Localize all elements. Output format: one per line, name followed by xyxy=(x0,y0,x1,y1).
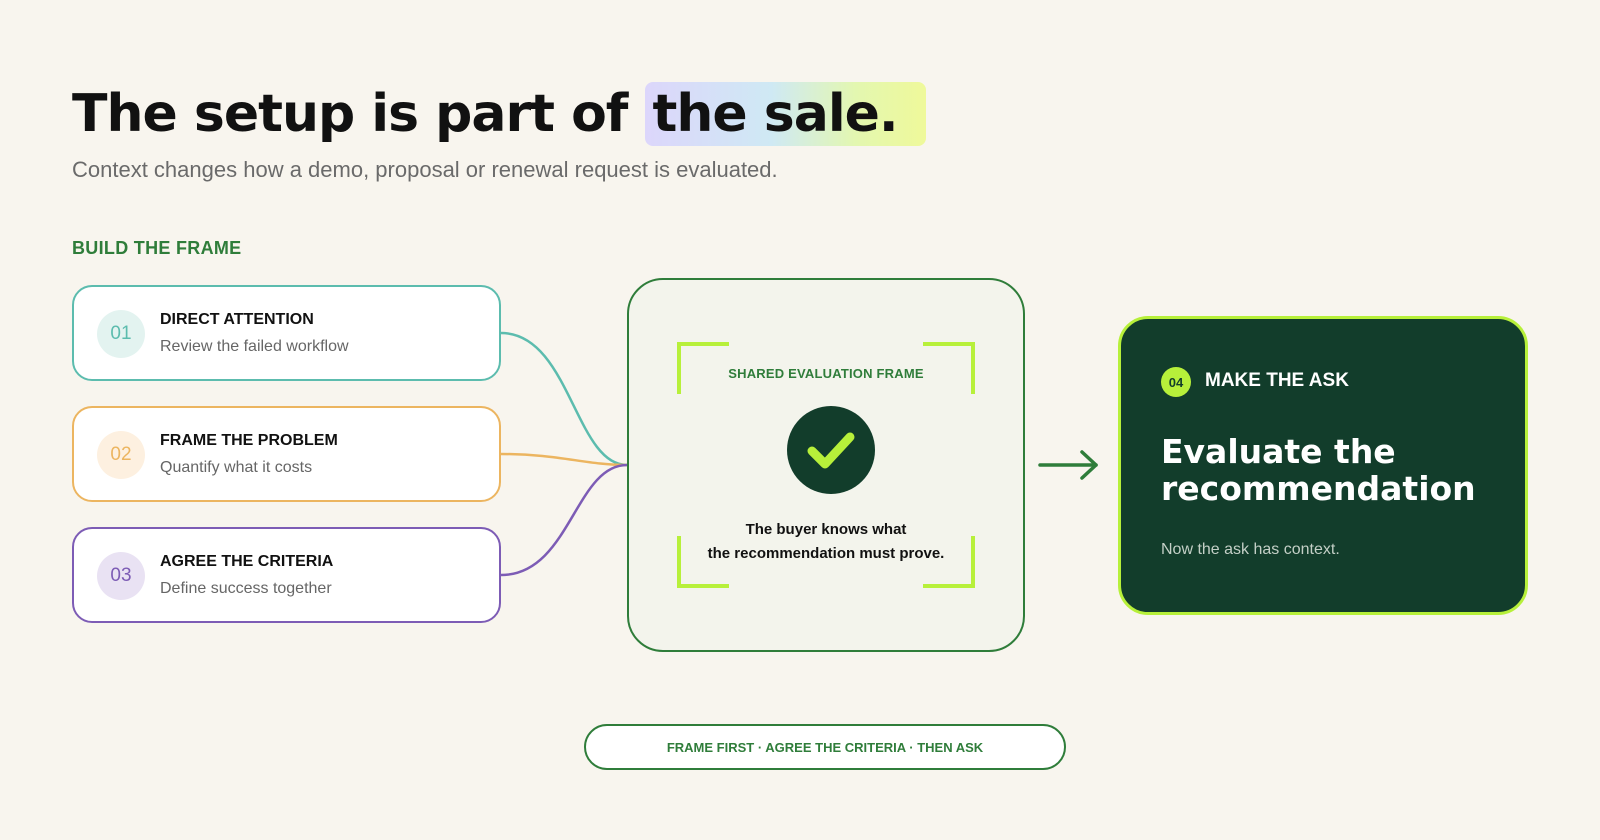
checkmark-icon xyxy=(787,406,875,494)
frame-corner-bottom-left xyxy=(677,536,729,588)
step-card-03: 03 AGREE THE CRITERIA Define success tog… xyxy=(72,527,501,623)
step-title: FRAME THE PROBLEM xyxy=(160,432,338,449)
ask-label: MAKE THE ASK xyxy=(1205,370,1349,391)
frame-label: SHARED EVALUATION FRAME xyxy=(728,366,924,381)
ask-subtext: Now the ask has context. xyxy=(1161,541,1340,558)
connector-01 xyxy=(500,331,628,467)
page-title: The setup is part of the sale. xyxy=(72,82,926,146)
frame-text: The buyer knows what the recommendation … xyxy=(629,518,1023,566)
page-subtitle: Context changes how a demo, proposal or … xyxy=(72,157,778,182)
frame-corner-top-left xyxy=(677,342,729,394)
step-card-01: 01 DIRECT ATTENTION Review the failed wo… xyxy=(72,285,501,381)
title-highlight: the sale. xyxy=(644,82,926,146)
frame-text-line-2: the recommendation must prove. xyxy=(707,545,945,562)
make-the-ask-card: 04 MAKE THE ASK Evaluate the recommendat… xyxy=(1118,316,1528,615)
title-main: The setup is part of xyxy=(72,84,645,144)
ask-number-badge: 04 xyxy=(1161,367,1191,397)
frame-corner-bottom-right xyxy=(923,536,975,588)
section-label: BUILD THE FRAME xyxy=(72,238,242,258)
step-number-badge: 01 xyxy=(97,310,145,358)
connector-03 xyxy=(500,463,628,577)
step-title: DIRECT ATTENTION xyxy=(160,311,314,328)
frame-corner-top-right xyxy=(923,342,975,394)
step-description: Review the failed workflow xyxy=(160,338,349,355)
step-description: Quantify what it costs xyxy=(160,459,313,476)
step-card-02: 02 FRAME THE PROBLEM Quantify what it co… xyxy=(72,406,501,502)
step-description: Define success together xyxy=(160,580,332,597)
step-title: AGREE THE CRITERIA xyxy=(160,553,334,570)
summary-pill: FRAME FIRST · AGREE THE CRITERIA · THEN … xyxy=(584,724,1066,770)
step-number-badge: 02 xyxy=(97,431,145,479)
shared-evaluation-frame: SHARED EVALUATION FRAME The buyer knows … xyxy=(627,278,1025,652)
arrow-right-icon xyxy=(1038,450,1098,480)
connector-02 xyxy=(500,452,628,467)
step-number-badge: 03 xyxy=(97,552,145,600)
frame-text-line-1: The buyer knows what xyxy=(745,521,907,538)
ask-heading: Evaluate the recommendation xyxy=(1161,432,1476,508)
